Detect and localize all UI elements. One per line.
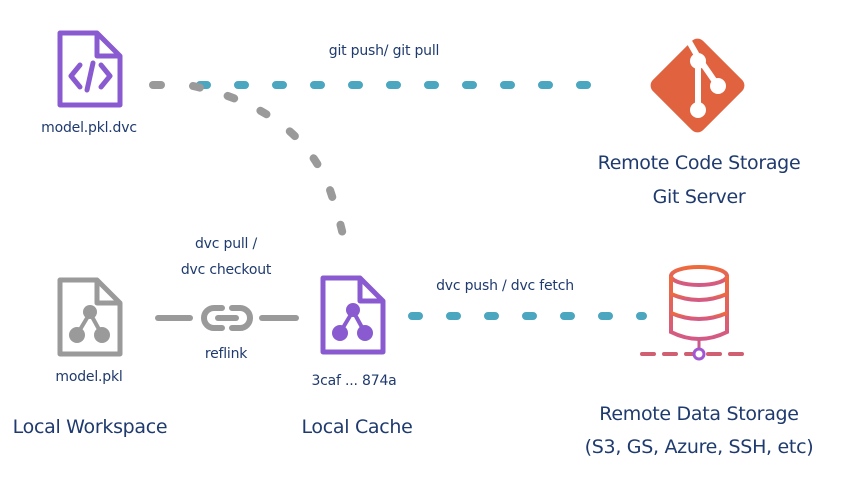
cache-data-file-icon bbox=[320, 275, 386, 355]
checkout-edge-label-line2: dvc checkout bbox=[180, 262, 272, 278]
git-server-subtitle: Git Server bbox=[652, 186, 746, 208]
data-storage-title: Remote Data Storage bbox=[599, 403, 799, 425]
workspace-file-name: model.pkl bbox=[55, 369, 123, 385]
dvc-remote-edge-label: dvc push / dvc fetch bbox=[436, 278, 574, 294]
database-icon bbox=[640, 265, 754, 361]
git-server-title: Remote Code Storage bbox=[597, 152, 801, 174]
reflink-label: reflink bbox=[204, 346, 248, 362]
git-logo-icon bbox=[650, 36, 745, 133]
link-icon bbox=[201, 305, 253, 331]
checkout-edge-label-line1: dvc pull / bbox=[194, 236, 258, 252]
cache-file-hash: 3caf ... 874a bbox=[311, 373, 397, 389]
workspace-data-file-icon bbox=[57, 277, 123, 357]
local-cache-title: Local Cache bbox=[301, 416, 413, 438]
dvc-file-name: model.pkl.dvc bbox=[41, 120, 137, 136]
local-workspace-title: Local Workspace bbox=[12, 416, 168, 438]
code-file-icon bbox=[57, 30, 123, 108]
dvc-to-cache-curve bbox=[189, 82, 350, 259]
git-edge-label: git push/ git pull bbox=[328, 43, 440, 59]
data-storage-subtitle: (S3, GS, Azure, SSH, etc) bbox=[584, 436, 814, 458]
